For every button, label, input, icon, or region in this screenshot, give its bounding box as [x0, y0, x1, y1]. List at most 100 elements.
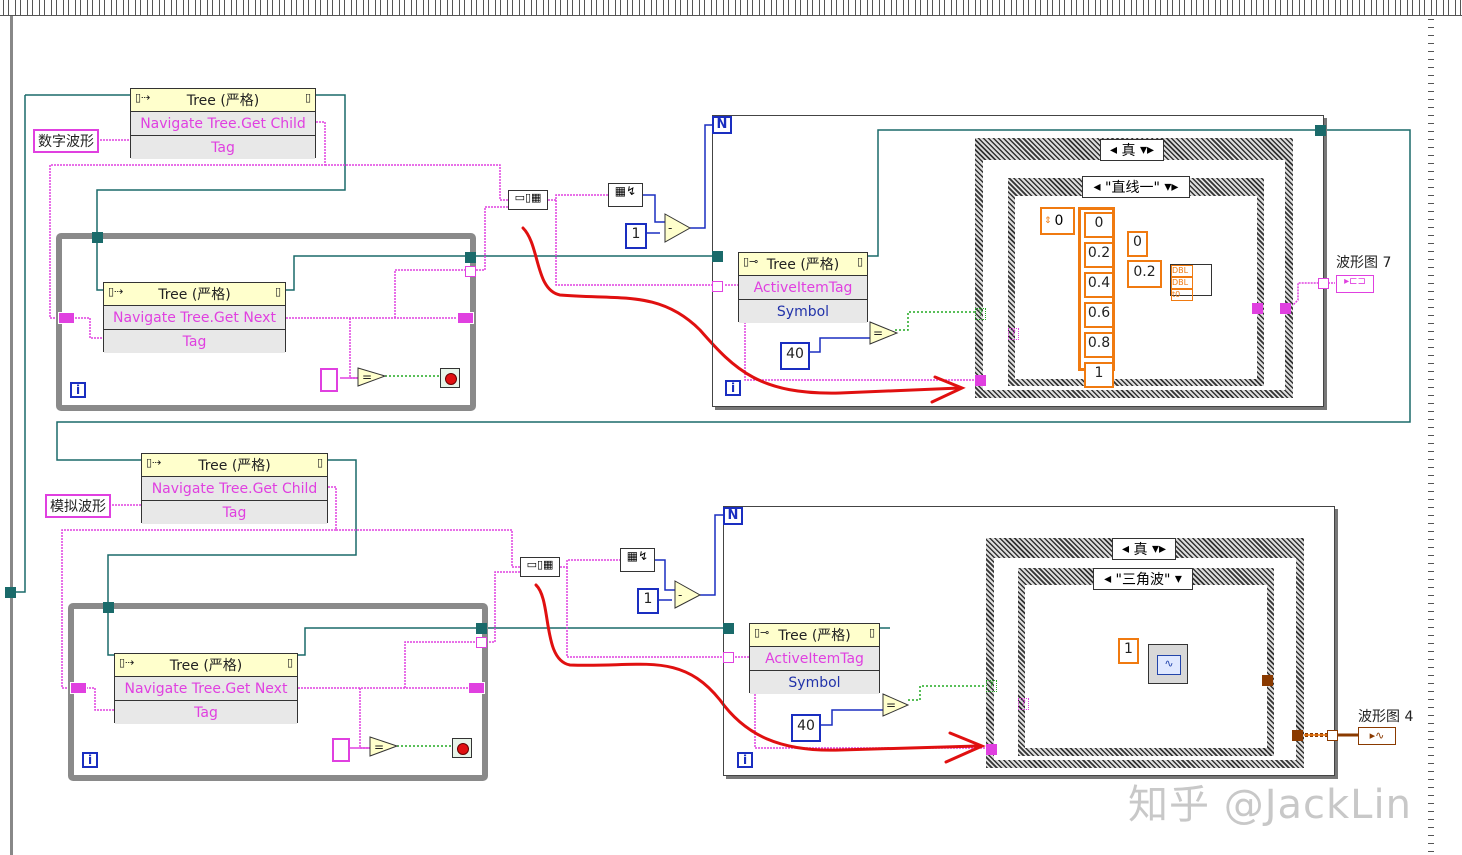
property-node-top[interactable]: ▯⊸Tree (严格)▯ ActiveItemTag Symbol	[738, 252, 868, 323]
case-label: "三角波"	[1115, 572, 1171, 588]
array-index-display[interactable]: ⇕0	[1040, 207, 1075, 235]
tag-input[interactable]: Tag	[131, 136, 315, 159]
dropdown-icon[interactable]: ▾	[1174, 571, 1182, 587]
case-string-input: ?	[1018, 698, 1029, 710]
empty-string-constant[interactable]	[320, 368, 338, 392]
reference-out-icon: ▯	[274, 285, 281, 298]
tag-input[interactable]: Tag	[115, 701, 297, 724]
svg-text:=: =	[374, 740, 384, 754]
constant-forty[interactable]: 40	[780, 342, 810, 370]
reference-icon: ▯⇢	[119, 656, 135, 669]
property-node-bottom[interactable]: ▯⊸Tree (严格)▯ ActiveItemTag Symbol	[749, 623, 880, 694]
invoke-node-get-next-top[interactable]: ▯⇢Tree (严格)▯ Navigate Tree.Get Next Tag	[103, 282, 286, 353]
waveform-graph-7-terminal[interactable]: ▸⊏⊐	[1336, 275, 1374, 293]
reference-out-icon: ▯	[868, 626, 875, 639]
reference-out-icon: ▯	[304, 91, 311, 104]
tunnel-ref-out	[465, 252, 476, 263]
tag-tunnel-out	[476, 637, 487, 648]
tag-input[interactable]: Tag	[142, 501, 327, 524]
invoke-node-get-child-top[interactable]: ▯⇢Tree (严格)▯ Navigate Tree.Get Child Tag	[130, 88, 316, 159]
reference-icon: ▯⇢	[146, 456, 162, 469]
shift-register-left	[70, 682, 87, 694]
constant-one[interactable]: 1	[625, 223, 647, 249]
simulate-signal-express-vi[interactable]: ∿	[1148, 644, 1188, 684]
array-element[interactable]: 0.4	[1084, 272, 1114, 298]
for-tunnel-ref	[712, 251, 723, 262]
property-symbol[interactable]: Symbol	[739, 300, 867, 323]
tunnel-ref-out	[476, 623, 487, 634]
right-frame-edge	[1428, 16, 1434, 855]
wave-select-constant[interactable]: 1	[1118, 638, 1139, 664]
decrement-icon[interactable]: ◂	[1104, 571, 1112, 587]
invoke-node-get-child-bottom[interactable]: ▯⇢Tree (严格)▯ Navigate Tree.Get Child Tag	[141, 453, 328, 524]
t0-constant[interactable]: 0	[1127, 231, 1148, 257]
case-tunnel-inner-out	[1252, 303, 1263, 314]
tunnel-ref-in	[92, 232, 103, 243]
stop-condition-terminal[interactable]	[440, 368, 460, 388]
case-selector-outer-top[interactable]: ◂ 真 ▾▸	[1100, 139, 1164, 161]
array-element[interactable]: 0	[1084, 212, 1114, 238]
svg-text:-: -	[678, 588, 682, 602]
decrement-icon[interactable]: ◂	[1122, 541, 1130, 557]
dropdown-icon[interactable]: ▾▸	[1164, 179, 1179, 195]
reference-icon: ▯⊸	[754, 626, 770, 639]
digital-waveform-label[interactable]: 数字波形	[33, 129, 99, 153]
shift-register-right	[457, 312, 474, 324]
property-symbol[interactable]: Symbol	[750, 671, 879, 694]
for-loop-bottom[interactable]	[723, 506, 1335, 776]
array-element[interactable]: 0.2	[1084, 242, 1114, 268]
tree-class-title: Tree (严格)	[169, 658, 243, 674]
array-size-node[interactable]: ▦↯	[608, 183, 643, 207]
left-frame-edge	[10, 16, 13, 855]
index-stepper-icon[interactable]: ⇕	[1044, 216, 1052, 226]
shift-register-left	[58, 312, 75, 324]
loop-iteration-terminal: i	[70, 382, 86, 398]
empty-string-constant[interactable]	[332, 738, 350, 762]
stop-condition-terminal[interactable]	[452, 738, 472, 758]
waveform-graph-4-terminal[interactable]: ▸∿	[1358, 727, 1396, 745]
array-element[interactable]: 1	[1084, 362, 1114, 388]
case-selector-outer-bottom[interactable]: ◂ 真 ▾▸	[1112, 538, 1176, 560]
tunnel-ref-in	[103, 602, 114, 613]
graph-label-bottom: 波形图 4	[1358, 709, 1414, 725]
for-tunnel-wave-out	[1318, 278, 1329, 289]
property-active-item-tag[interactable]: ActiveItemTag	[750, 647, 879, 671]
array-element[interactable]: 0.8	[1084, 332, 1114, 358]
for-tunnel-tags	[712, 281, 723, 292]
tag-input[interactable]: Tag	[104, 330, 285, 353]
tree-class-title: Tree (严格)	[766, 257, 840, 273]
analog-waveform-label[interactable]: 模拟波形	[45, 494, 111, 518]
reference-icon: ▯⇢	[135, 91, 151, 104]
case-tunnel-inner-out	[1262, 675, 1273, 686]
case-selector-inner-top[interactable]: ◂ "直线一" ▾▸	[1082, 176, 1190, 198]
decrement-icon[interactable]: ◂	[1110, 142, 1118, 158]
dropdown-icon[interactable]: ▾▸	[1139, 142, 1154, 158]
decrement-icon[interactable]: ◂	[1093, 179, 1101, 195]
array-index-value: 0	[1054, 213, 1064, 229]
constant-forty[interactable]: 40	[791, 714, 821, 742]
flat-sequence-top-border	[0, 0, 1462, 16]
constant-one[interactable]: 1	[637, 588, 659, 614]
method-get-child[interactable]: Navigate Tree.Get Child	[131, 112, 315, 136]
reference-icon: ▯⇢	[108, 285, 124, 298]
method-get-next[interactable]: Navigate Tree.Get Next	[115, 677, 297, 701]
build-array-node[interactable]: ▭▯▦	[508, 190, 548, 210]
array-size-node[interactable]: ▦↯	[620, 548, 655, 572]
case-label: 真	[1133, 542, 1148, 558]
array-element[interactable]: 0.6	[1084, 302, 1114, 328]
for-iteration-terminal: i	[725, 380, 741, 396]
reference-out-icon: ▯	[856, 255, 863, 268]
case-inner-interior	[1025, 585, 1267, 748]
sequence-tunnel-left	[5, 587, 16, 598]
case-selector-inner-bottom[interactable]: ◂ "三角波" ▾	[1093, 568, 1193, 590]
array-constant[interactable]: 0 0.2 0.4 0.6 0.8 1	[1078, 207, 1115, 388]
invoke-node-get-next-bottom[interactable]: ▯⇢ Tree (严格) ▯ Navigate Tree.Get Next Tag	[114, 653, 298, 724]
reference-out-icon: ▯	[286, 656, 293, 669]
dropdown-icon[interactable]: ▾▸	[1151, 541, 1166, 557]
method-get-child[interactable]: Navigate Tree.Get Child	[142, 477, 327, 501]
build-array-node[interactable]: ▭▯▦	[520, 557, 560, 577]
dt-constant[interactable]: 0.2	[1127, 260, 1162, 288]
property-active-item-tag[interactable]: ActiveItemTag	[739, 276, 867, 300]
method-get-next[interactable]: Navigate Tree.Get Next	[104, 306, 285, 330]
